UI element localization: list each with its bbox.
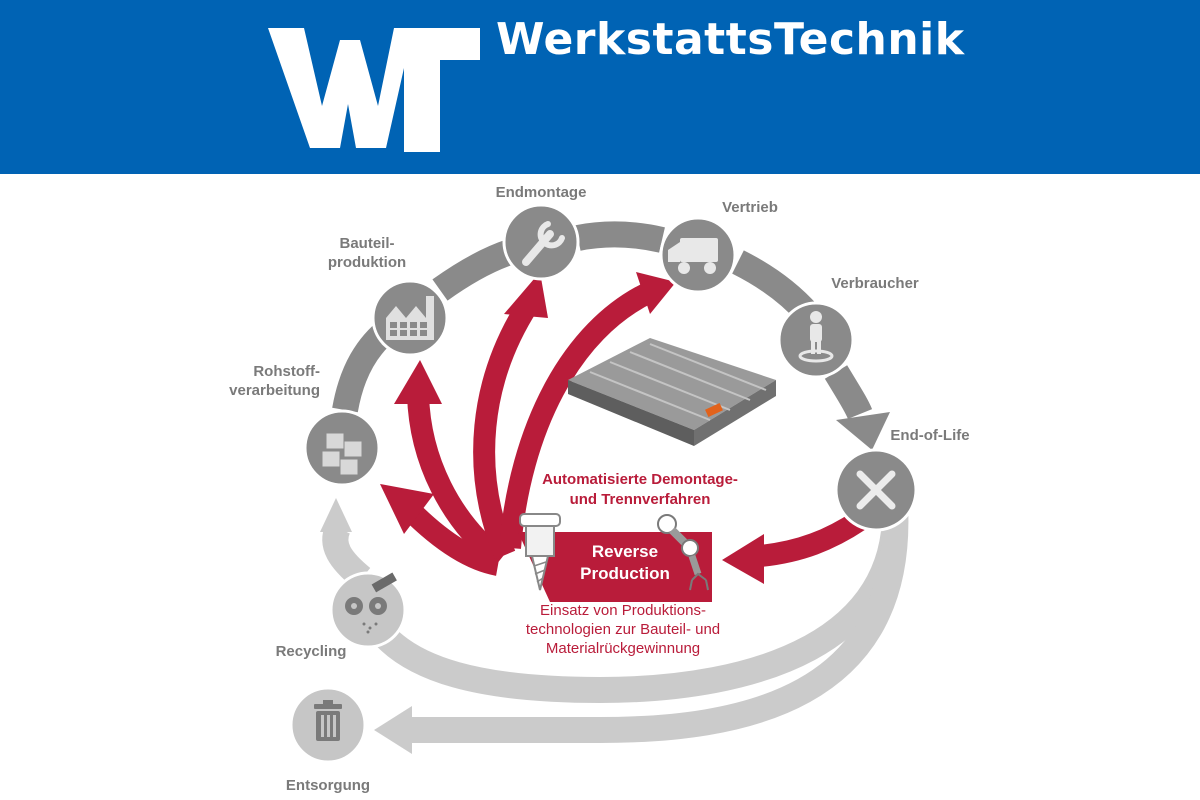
gears-icon bbox=[345, 572, 397, 634]
drill-icon bbox=[519, 513, 561, 591]
brand-name: WerkstattsTechnik bbox=[496, 14, 965, 65]
red-arrows bbox=[402, 282, 867, 576]
cycle-arrowhead-eol bbox=[836, 412, 890, 450]
center-description: Einsatz von Produktions-technologien zur… bbox=[525, 602, 721, 657]
node-eol bbox=[834, 448, 918, 532]
label-entsorgung: Entsorgung bbox=[285, 777, 371, 794]
red-arrowhead-reverse bbox=[722, 534, 764, 584]
label-rohstoff: Rohstoff-verarbeitung bbox=[229, 363, 320, 399]
node-rohstoff bbox=[303, 409, 381, 487]
return-arrowhead-entsorgung bbox=[374, 706, 412, 754]
red-arrowhead-vertrieb bbox=[636, 272, 676, 314]
robot-arm-icon bbox=[657, 514, 709, 591]
wt-logo-icon bbox=[268, 28, 480, 152]
trash-icon bbox=[314, 700, 342, 741]
node-entsorgung bbox=[289, 686, 367, 764]
label-recycling: Recycling bbox=[275, 643, 347, 660]
truck-icon bbox=[668, 238, 718, 274]
red-arrowhead-endmontage bbox=[504, 272, 548, 318]
node-verbraucher bbox=[777, 301, 855, 379]
label-eol: End-of-Life bbox=[890, 427, 970, 444]
red-arrowhead-bauteil bbox=[394, 360, 442, 404]
header-bar: WerkstattsTechnik bbox=[0, 0, 1200, 174]
return-loops bbox=[322, 504, 909, 743]
center-title: Automatisierte Demontage-und Trennverfah… bbox=[542, 471, 738, 508]
label-endmontage: Endmontage bbox=[495, 184, 587, 201]
node-bauteil bbox=[371, 279, 449, 357]
x-icon bbox=[856, 470, 896, 510]
battery-pack-icon bbox=[568, 338, 776, 446]
label-vertrieb: Vertrieb bbox=[722, 199, 778, 216]
node-endmontage bbox=[502, 203, 580, 281]
reverse-production-box bbox=[518, 532, 712, 602]
person-icon bbox=[798, 311, 834, 363]
return-arrowhead-rohstoff bbox=[320, 498, 352, 532]
factory-icon bbox=[386, 296, 434, 340]
label-bauteil: Bauteil-produktion bbox=[327, 235, 407, 271]
red-arrowhead-rohstoff bbox=[380, 484, 434, 534]
node-recycling bbox=[329, 571, 407, 649]
node-vertrieb bbox=[659, 216, 737, 294]
wrench-icon bbox=[522, 221, 565, 266]
cubes-icon bbox=[321, 432, 363, 476]
label-verbraucher: Verbraucher bbox=[831, 275, 919, 292]
